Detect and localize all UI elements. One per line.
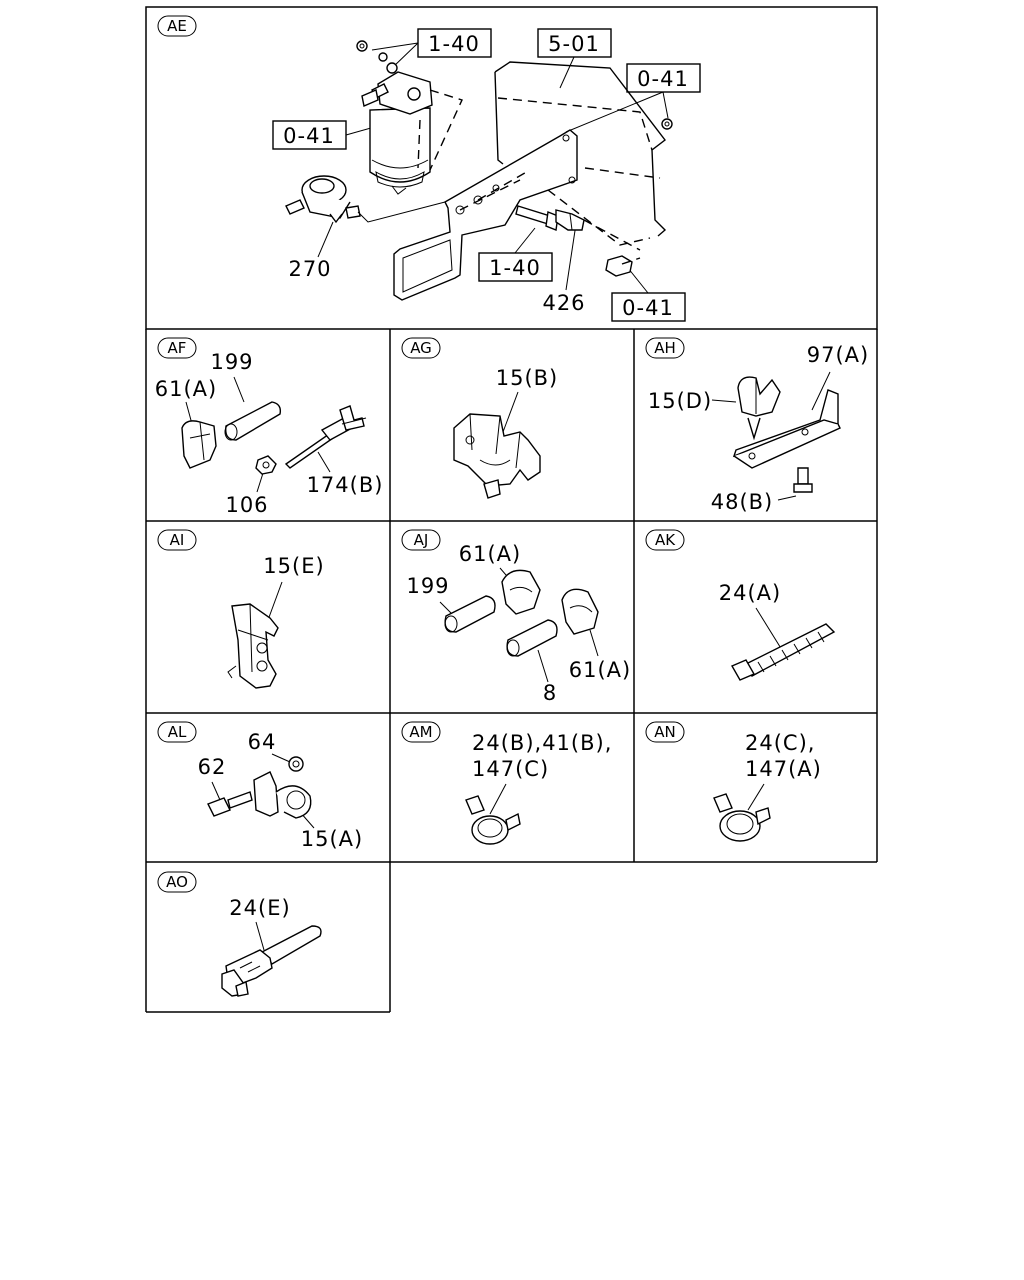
- section-ao: AO 24(E): [157, 871, 322, 997]
- af-part-61a: 61(A): [155, 377, 217, 401]
- ak-cable-tie-drawing: [731, 623, 836, 681]
- al-part-64: 64: [248, 730, 277, 754]
- al-part-62: 62: [198, 755, 227, 779]
- af-clip-drawing: [181, 401, 367, 475]
- ref-5-01: 5-01: [548, 32, 600, 56]
- mounting-bracket-drawing: [393, 129, 578, 301]
- ref-box-0-41-bottom: [611, 292, 686, 322]
- section-ak: AK 24(A): [645, 529, 836, 681]
- an-label-line2: 147(A): [745, 757, 822, 781]
- section-ah: AH 97(A) 15(D) 48(B): [645, 337, 869, 514]
- section-ae-id: AE: [167, 17, 187, 35]
- ag-clip-drawing: [453, 413, 541, 499]
- ref-0-41-bottom: 0-41: [622, 296, 674, 320]
- ah-part-97a: 97(A): [807, 343, 869, 367]
- section-ah-id: AH: [654, 339, 676, 357]
- section-aj-id: AJ: [414, 531, 429, 549]
- section-ai: AI 15(E): [157, 529, 324, 689]
- part-270: 270: [288, 257, 331, 281]
- section-an-id: AN: [654, 723, 675, 741]
- am-label-line2: 147(C): [472, 757, 549, 781]
- aj-part-8: 8: [543, 681, 557, 705]
- section-an: AN 24(C), 147(A): [645, 721, 822, 842]
- an-hose-clip-drawing: [713, 793, 771, 842]
- af-part-106: 106: [225, 493, 268, 517]
- ref-0-41-left: 0-41: [283, 124, 335, 148]
- ah-part-15d: 15(D): [648, 389, 712, 413]
- ref-0-41-right: 0-41: [637, 67, 689, 91]
- section-ai-id: AI: [170, 531, 185, 549]
- al-clamp-drawing: [207, 756, 312, 819]
- ag-part-15b: 15(B): [496, 366, 559, 390]
- ref-1-40-bottom: 1-40: [489, 256, 541, 280]
- section-aj: AJ 61(A) 199 61(A) 8: [401, 529, 631, 705]
- ref-box-5-01: [537, 28, 612, 58]
- ao-clip-drawing: [221, 925, 322, 997]
- ai-part-15e: 15(E): [263, 554, 324, 578]
- section-ag-id: AG: [410, 339, 432, 357]
- section-af-id: AF: [168, 339, 187, 357]
- section-ag: AG 15(B): [401, 337, 559, 499]
- section-ak-id: AK: [655, 531, 676, 549]
- am-hose-clip-drawing: [465, 795, 521, 845]
- af-part-199: 199: [210, 350, 253, 374]
- ah-bracket-drawing: [732, 376, 841, 493]
- ah-part-48b: 48(B): [711, 490, 774, 514]
- ak-part-24a: 24(A): [719, 581, 781, 605]
- frame-rail-drawing: [494, 61, 667, 246]
- grid-frame: [145, 6, 878, 1013]
- aj-part-61a-right: 61(A): [569, 658, 631, 682]
- part-426: 426: [542, 291, 585, 315]
- am-label-line1: 24(B),41(B),: [472, 731, 612, 755]
- bolt-group-drawing: [515, 118, 673, 277]
- an-label-line1: 24(C),: [745, 731, 815, 755]
- section-am-id: AM: [409, 723, 432, 741]
- priming-pump-drawing: [285, 175, 446, 224]
- ai-clip-drawing: [227, 603, 279, 689]
- section-ao-id: AO: [166, 873, 188, 891]
- aj-part-61a-top: 61(A): [459, 542, 521, 566]
- af-part-174b: 174(B): [307, 473, 384, 497]
- al-part-15a: 15(A): [301, 827, 363, 851]
- fuel-filter-drawing: [356, 40, 463, 195]
- aj-part-199: 199: [406, 574, 449, 598]
- section-am: AM 24(B),41(B), 147(C): [401, 721, 612, 845]
- ao-part-24e: 24(E): [229, 896, 290, 920]
- section-ae: AE 1-40 5-01 0-41 0-41 1-40 0-41 270 426: [157, 15, 701, 322]
- section-al-id: AL: [168, 723, 187, 741]
- aj-parts-drawing: [444, 569, 599, 657]
- section-af: AF 199 61(A) 106 174(B): [155, 337, 384, 517]
- section-al: AL 64 62 15(A): [157, 721, 363, 851]
- ref-1-40-top: 1-40: [428, 32, 480, 56]
